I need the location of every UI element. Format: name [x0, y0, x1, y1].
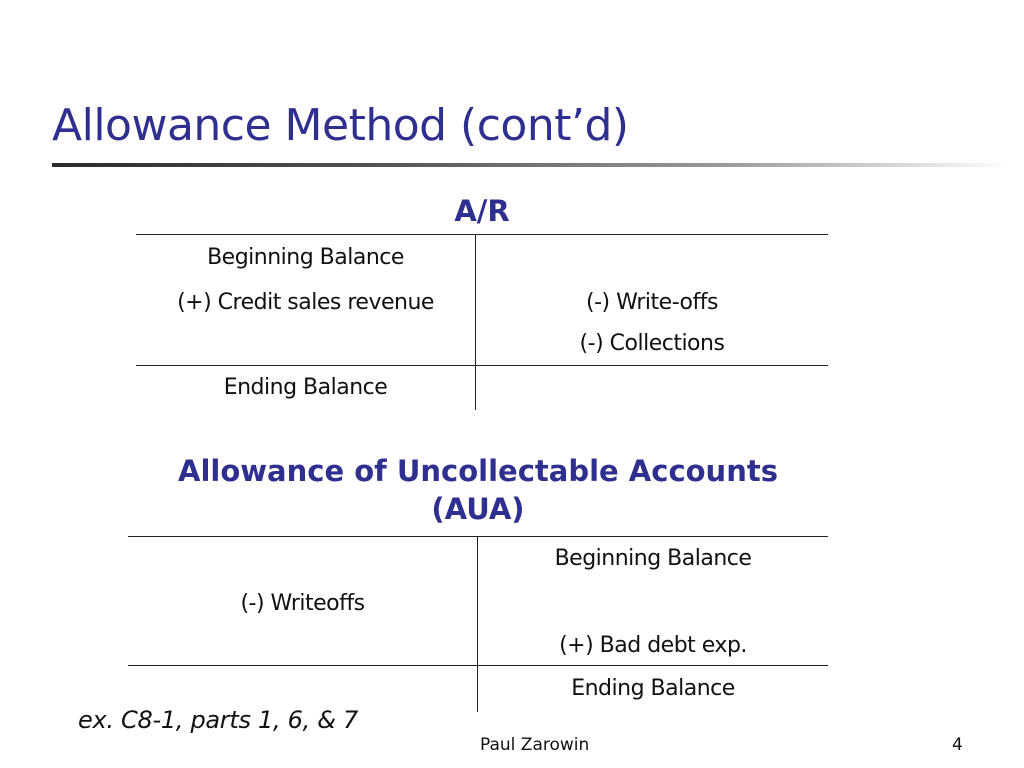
aua-top-rule — [128, 536, 828, 537]
aua-writeoffs: (-) Writeoffs — [240, 591, 365, 616]
ar-collections: (-) Collections — [579, 331, 725, 356]
title-underline — [52, 163, 1012, 167]
ar-ending-balance: Ending Balance — [223, 375, 388, 400]
example-note: ex. C8-1, parts 1, 6, & 7 — [78, 706, 358, 734]
ar-beginning-balance: Beginning Balance — [207, 245, 404, 270]
aua-ending-balance: Ending Balance — [571, 676, 735, 701]
page-number: 4 — [952, 735, 963, 755]
aua-heading-line2: (AUA) — [431, 492, 525, 526]
ar-credit-sales: (+) Credit sales revenue — [177, 290, 434, 315]
aua-account-heading: Allowance of Uncollectable Accounts (AUA… — [128, 452, 828, 528]
slide-title: Allowance Method (cont’d) — [52, 100, 629, 151]
aua-heading-line1: Allowance of Uncollectable Accounts — [178, 454, 778, 488]
ar-top-rule — [136, 234, 828, 235]
ar-center-rule — [475, 234, 476, 410]
footer-author: Paul Zarowin — [480, 735, 590, 755]
ar-account-heading: A/R — [454, 194, 510, 228]
aua-center-rule — [477, 536, 478, 712]
aua-bad-debt-expense: (+) Bad debt exp. — [559, 633, 747, 658]
aua-beginning-balance: Beginning Balance — [554, 546, 752, 571]
aua-total-rule — [128, 665, 828, 666]
ar-write-offs: (-) Write-offs — [586, 290, 718, 315]
ar-total-rule — [136, 365, 828, 366]
